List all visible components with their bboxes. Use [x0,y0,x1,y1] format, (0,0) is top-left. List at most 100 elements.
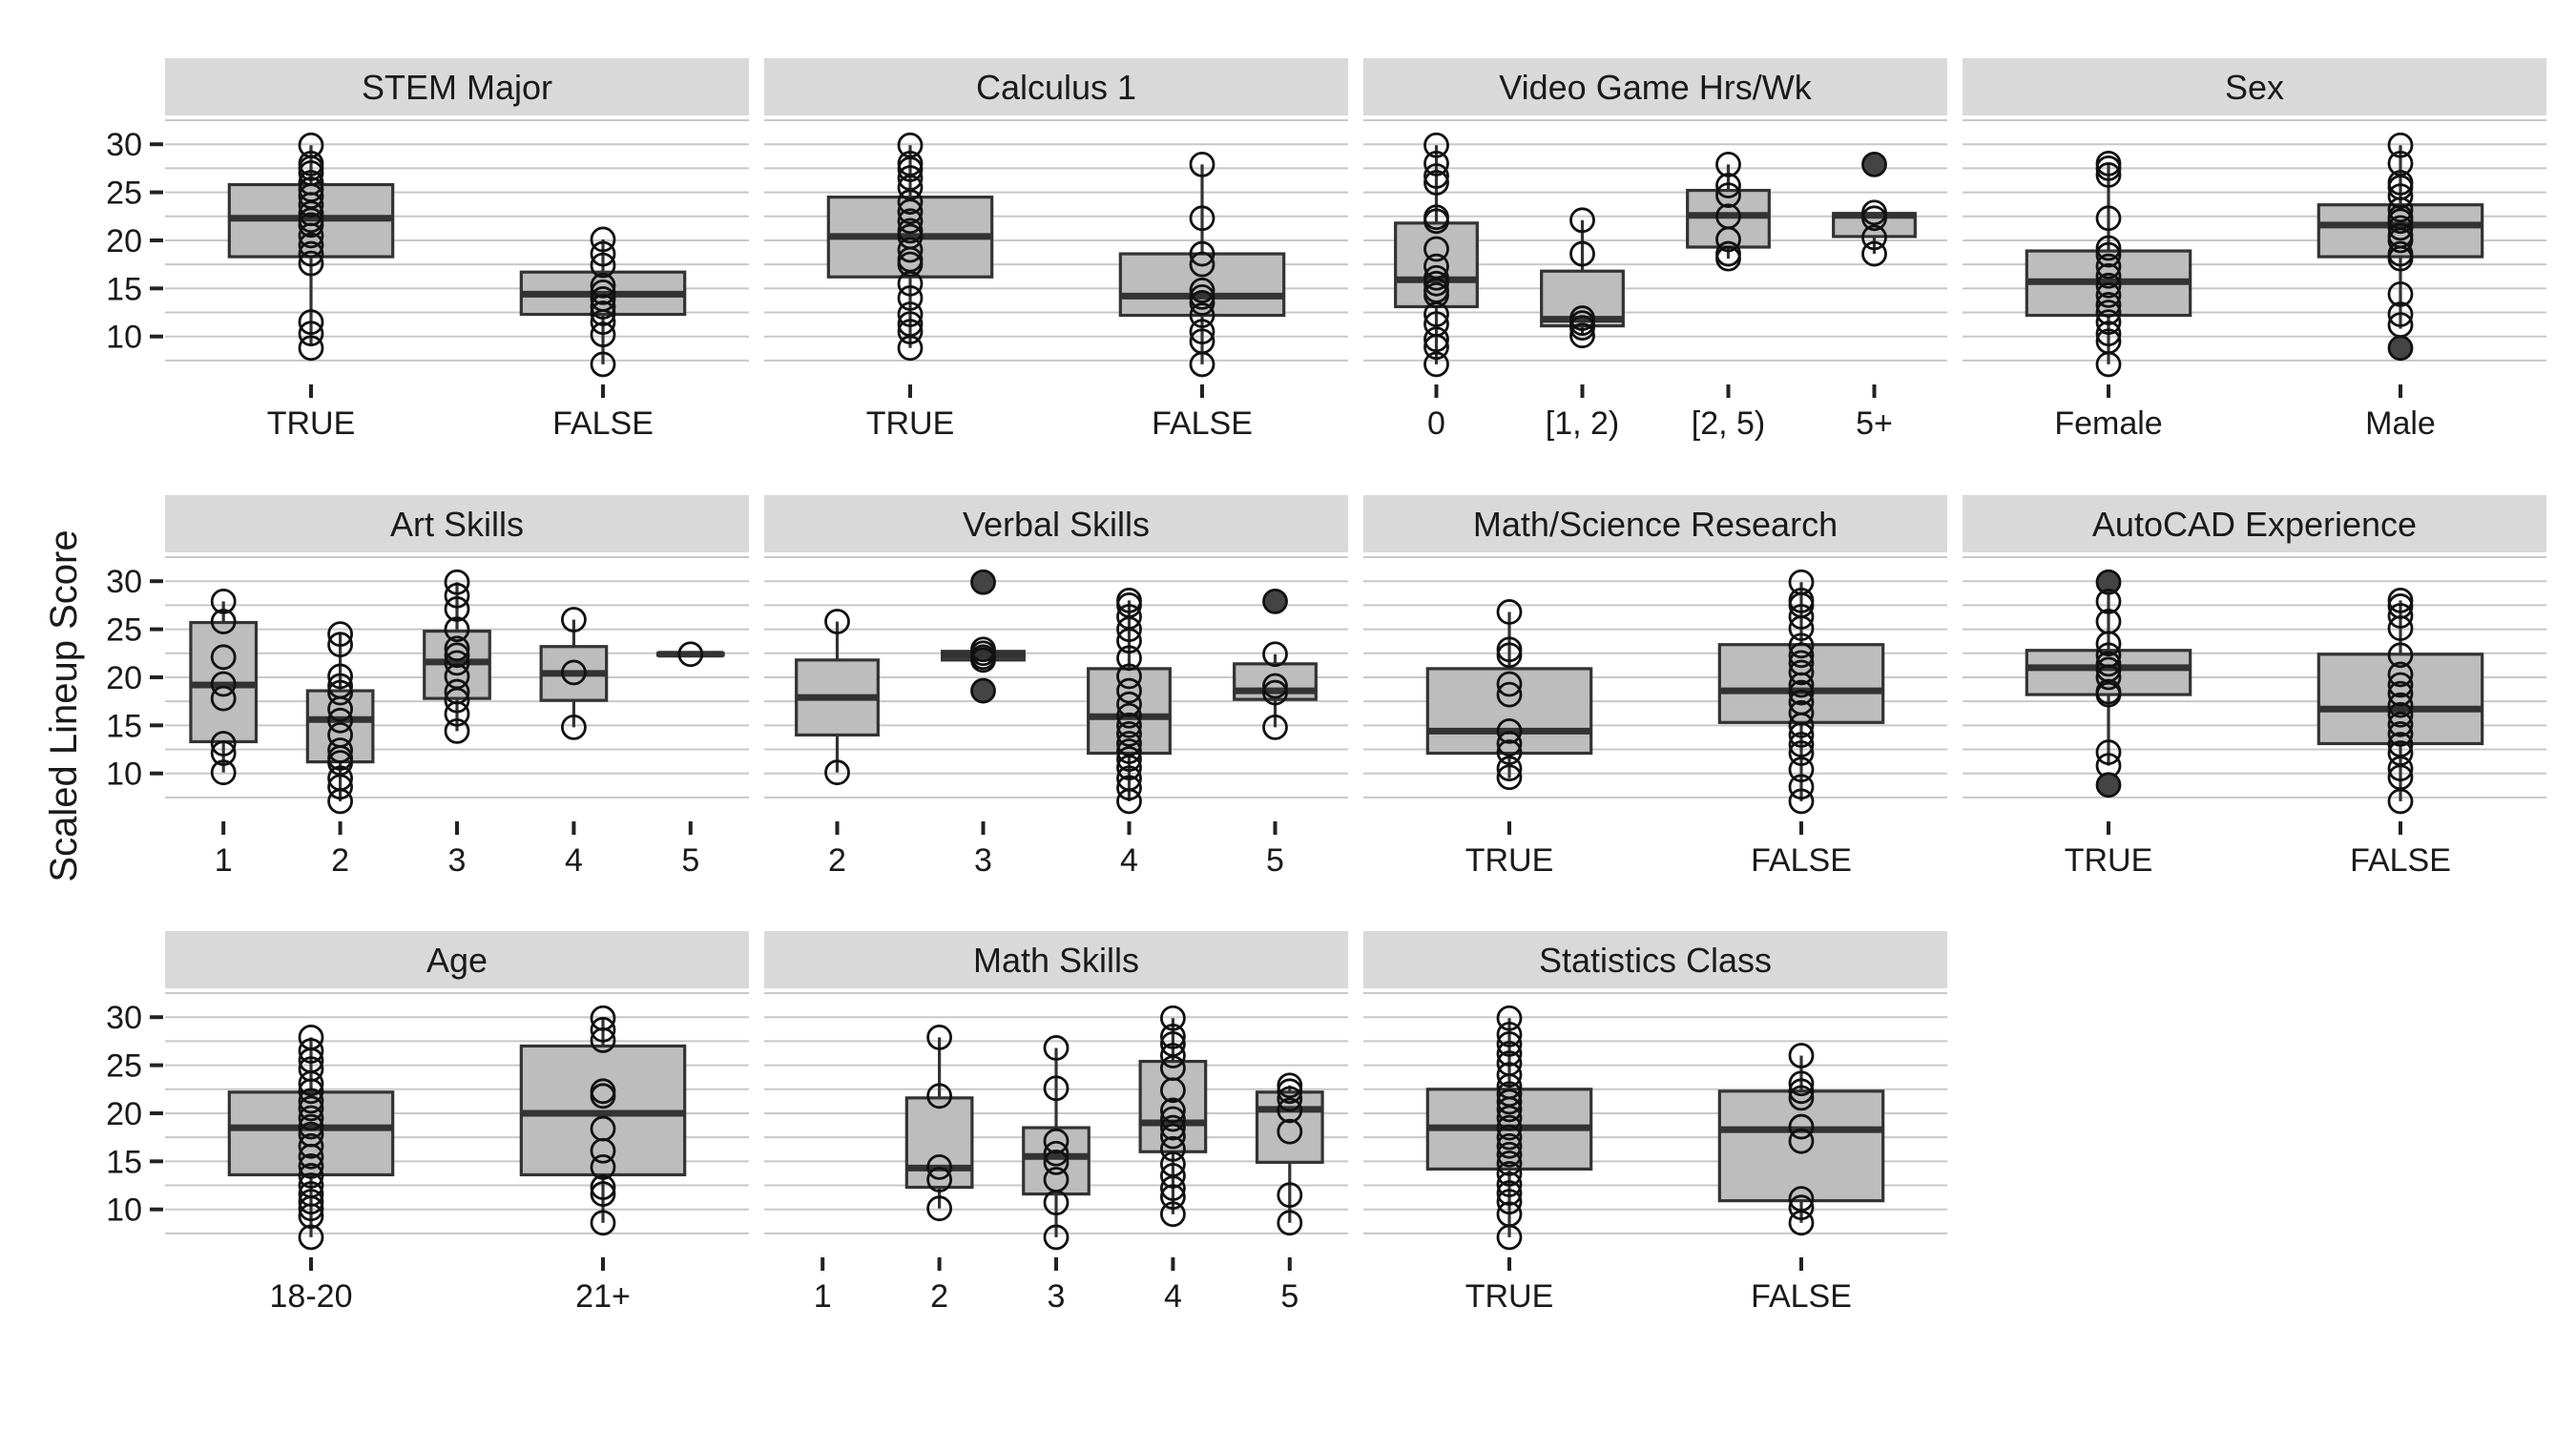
data-point [1715,226,1741,253]
data-point [1788,615,1815,641]
data-point [210,609,237,634]
data-point [1715,245,1741,272]
data-point [298,192,324,218]
data-point [590,351,616,378]
data-point [2095,253,2122,280]
data-point [1116,738,1142,764]
data-point [1788,1085,1815,1111]
x-tick-label: TRUE [1465,1278,1554,1315]
data-point [2387,280,2414,307]
x-tick-label: FALSE [552,405,654,442]
data-point [1116,712,1142,738]
panel-strip [1963,495,2546,552]
data-point [298,1078,324,1105]
data-point [561,714,587,740]
data-point [1788,1128,1815,1154]
data-point [327,774,354,800]
panel-title: Sex [2225,68,2284,107]
data-point [1788,633,1815,659]
panel-title: Math Skills [973,941,1139,980]
x-tick-label: 3 [448,842,467,879]
panel-strip [764,495,1348,552]
data-point [444,642,470,669]
data-point [1423,326,1449,353]
data-point [1277,1118,1303,1145]
data-point [2387,335,2414,362]
data-point [1861,205,1887,232]
data-point [1189,302,1215,328]
data-point [298,321,324,347]
data-point [1715,151,1741,177]
data-point [1043,1140,1070,1167]
data-point [897,198,924,225]
data-point [590,321,616,348]
data-point [1788,732,1815,757]
data-point [590,1174,616,1200]
data-point [1861,151,1887,177]
x-tick-label: TRUE [866,405,955,442]
y-tick-label: 15 [106,1144,142,1180]
data-point [298,1132,324,1159]
data-point [327,707,354,734]
y-tick-label: 20 [106,223,142,259]
data-point [2387,701,2414,728]
data-point [298,1095,324,1122]
data-point [210,685,237,712]
x-tick-label: 2 [331,842,349,879]
data-point [2387,788,2414,815]
x-tick-label: 0 [1427,405,1445,442]
data-point [1423,132,1449,158]
panel-strip [764,58,1348,115]
data-point [1277,1097,1303,1124]
data-point [590,1153,616,1180]
data-point [2387,603,2414,629]
panel-title: Video Game Hrs/Wk [1499,68,1812,107]
y-tick-label: 25 [106,1048,142,1085]
data-point [2387,245,2414,272]
data-point [2387,132,2414,158]
data-point [1423,281,1449,308]
data-point [1788,642,1815,669]
data-point [1262,641,1288,668]
data-point [2387,615,2414,641]
data-point [2095,292,2122,318]
x-tick-label: Male [2365,405,2436,442]
panel-title: Art Skills [390,505,524,544]
data-point [1423,170,1449,196]
panel-strip [1363,931,1947,988]
panel-title: AutoCAD Experience [2092,505,2417,544]
data-point [298,1152,324,1179]
data-point [444,700,470,727]
data-point [327,679,354,706]
data-point [590,1181,616,1207]
box-iqr [1717,1089,1885,1203]
panel-strip [1963,58,2546,115]
data-point [2095,235,2122,261]
x-tick-label: FALSE [2350,842,2451,879]
x-tick-label: 2 [930,1278,948,1315]
data-point [444,569,470,595]
data-point [970,647,996,674]
data-point [1160,1077,1186,1104]
panel-title: Math/Science Research [1473,505,1838,544]
data-point [1116,677,1142,704]
data-point [1496,671,1523,697]
data-point [2387,197,2414,223]
data-point [1423,351,1449,378]
data-point [2387,208,2414,235]
data-point [1496,1089,1523,1115]
box-iqr [305,689,375,764]
data-point [2095,631,2122,657]
data-point [1496,1150,1523,1176]
data-point [2387,672,2414,698]
y-tick-label: 30 [106,564,142,600]
data-point [1160,1043,1186,1068]
data-point [926,1195,952,1222]
data-point [1788,757,1815,783]
data-point [298,1113,324,1140]
data-point [590,272,616,299]
data-point [1277,1210,1303,1236]
